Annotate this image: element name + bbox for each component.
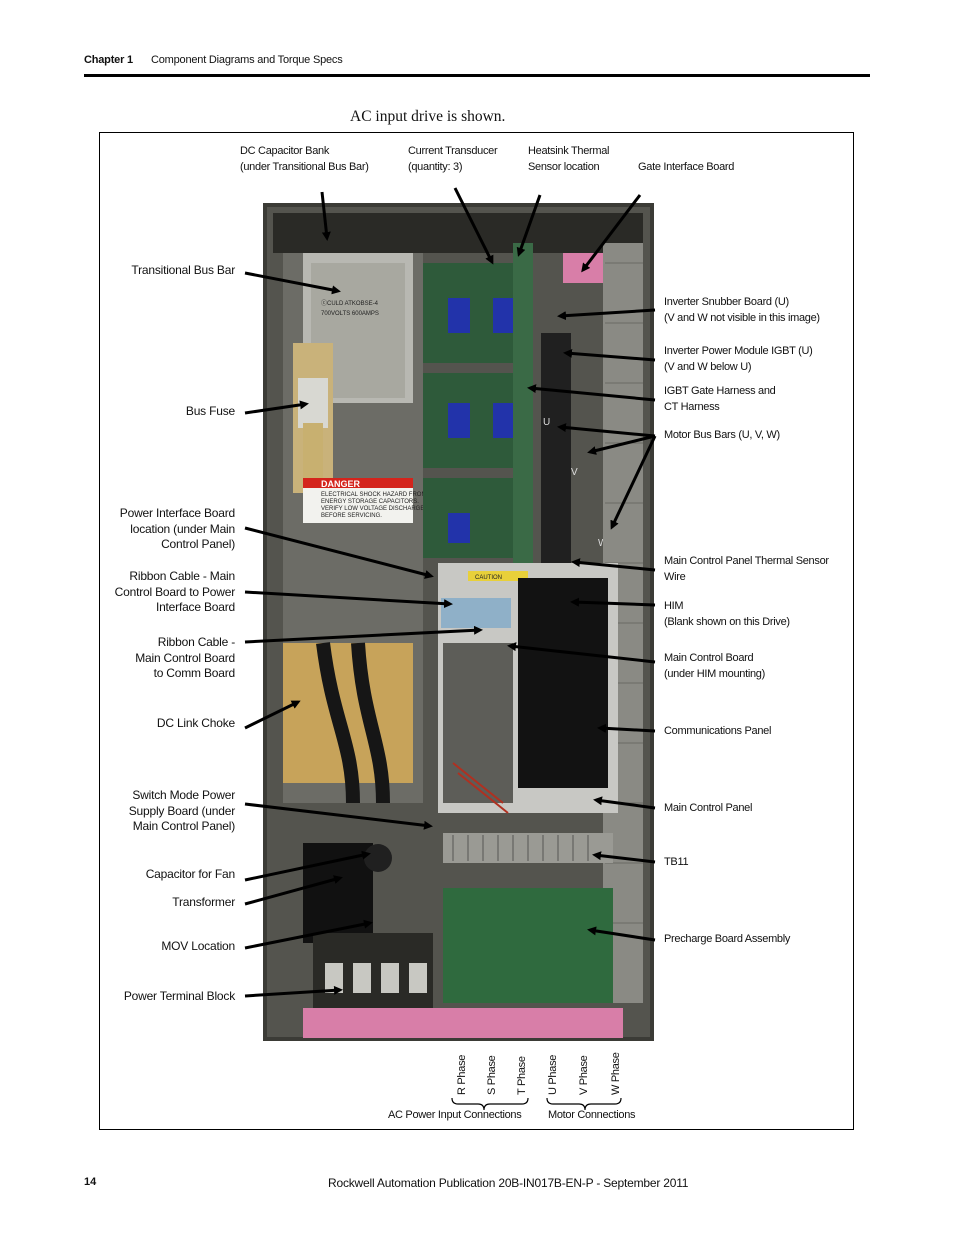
arrow-power-terminal-block (244, 985, 343, 998)
arrow-dc-cap-bank (320, 191, 331, 241)
label-dc-capacitor-bank: DC Capacitor Bank(under Transitional Bus… (240, 145, 369, 173)
arrow-gate-interface (581, 194, 642, 273)
label-mov-location: MOV Location (161, 939, 235, 953)
arrow-main-control-panel (593, 796, 656, 810)
label-communications-panel: Communications Panel (664, 725, 772, 737)
arrow-motor-bus-v (587, 434, 656, 455)
label-inverter-power-module: Inverter Power Module IGBT (U)(V and W b… (664, 345, 813, 373)
arrow-transitional-bus-bar (244, 271, 341, 295)
phase-label-v: V Phase (578, 1055, 590, 1095)
label-precharge-board: Precharge Board Assembly (664, 933, 791, 945)
arrow-inverter-power-module (563, 348, 656, 362)
label-gate-interface-board: Gate Interface Board (638, 161, 735, 173)
figure-frame (99, 132, 854, 1130)
arrow-heatsink-sensor (516, 194, 542, 257)
arrow-transformer (244, 875, 343, 906)
arrow-motor-bus-u (557, 423, 656, 438)
arrow-inverter-snubber (557, 308, 656, 321)
arrow-ribbon-cable-pib (244, 590, 453, 609)
label-capacitor-for-fan: Capacitor for Fan (145, 867, 236, 881)
arrow-main-control-board (507, 642, 656, 664)
bus-bar-text-2: 700VOLTS 600AMPS (321, 311, 379, 317)
arrow-dc-link-choke (244, 700, 301, 730)
arrow-bus-fuse (244, 400, 309, 415)
arrow-power-interface-board (244, 526, 434, 579)
label-main-control-panel: Main Control Panel (664, 802, 753, 814)
label-ac-power-input-connections: AC Power Input Connections (388, 1109, 522, 1121)
danger-text-4: BEFORE SERVICING. (321, 513, 382, 519)
phase-label-u: U Phase (547, 1054, 559, 1095)
arrow-mov-location (244, 919, 373, 950)
phase-label-r: R Phase (456, 1054, 468, 1095)
phase-label-t: T Phase (516, 1056, 528, 1095)
phase-u-marker: U (543, 417, 550, 428)
label-current-transducer: Current Transducer(quantity: 3) (408, 145, 498, 173)
phase-label-s: S Phase (486, 1055, 498, 1095)
label-transitional-bus-bar: Transitional Bus Bar (131, 263, 235, 277)
arrow-capacitor-fan (244, 850, 371, 882)
danger-text-3: VERIFY LOW VOLTAGE DISCHARGE (321, 506, 424, 512)
phase-label-w: W Phase (610, 1052, 622, 1095)
page-number: 14 (84, 1176, 97, 1188)
motor-brace (546, 1097, 622, 1111)
bus-bar-text-1: ⓒCULD ATKOBSE-4 (321, 299, 379, 307)
label-inverter-snubber-board: Inverter Snubber Board (U)(V and W not v… (664, 296, 820, 324)
arrow-precharge-board (587, 926, 656, 942)
ac-input-brace (451, 1097, 529, 1111)
caution-label: CAUTION (475, 575, 502, 581)
arrow-him (570, 597, 656, 607)
drive-photo-illustration: ⓒCULD ATKOBSE-4 700VOLTS 600AMPS DANGER … (263, 203, 654, 1041)
publication-footer: Rockwell Automation Publication 20B-IN01… (328, 1176, 689, 1190)
figure-caption: AC input drive is shown. (350, 108, 506, 125)
arrow-communications-panel (597, 723, 656, 733)
drive-photo: ⓒCULD ATKOBSE-4 700VOLTS 600AMPS DANGER … (263, 203, 654, 1041)
arrow-smps (244, 802, 433, 830)
label-dc-link-choke: DC Link Choke (156, 716, 235, 730)
danger-text-1: ELECTRICAL SHOCK HAZARD FROM (321, 492, 426, 498)
label-main-control-board: Main Control Board(under HIM mounting) (664, 652, 765, 680)
label-motor-connections: Motor Connections (548, 1109, 636, 1121)
danger-label: DANGER (321, 479, 361, 489)
arrow-current-transducer (453, 187, 494, 265)
arrow-tb11 (592, 851, 656, 864)
label-him: HIM(Blank shown on this Drive) (664, 600, 790, 628)
label-motor-bus-bars: Motor Bus Bars (U, V, W) (664, 429, 780, 441)
label-power-terminal-block: Power Terminal Block (123, 989, 235, 1003)
danger-text-2: ENERGY STORAGE CAPACITORS. (321, 499, 419, 505)
label-transformer: Transformer (172, 895, 235, 909)
chapter-title: Component Diagrams and Torque Specs (151, 54, 343, 66)
header-rule (84, 74, 870, 77)
arrow-mcp-thermal-sensor (571, 558, 656, 572)
arrow-ribbon-cable-comm (244, 625, 483, 644)
chapter-label: Chapter 1 (84, 54, 133, 66)
arrow-motor-bus-w (610, 435, 657, 530)
label-tb11: TB11 (664, 856, 689, 868)
phase-v-marker: V (571, 467, 578, 478)
label-bus-fuse: Bus Fuse (185, 404, 235, 418)
arrow-igbt-gate-harness (527, 384, 656, 402)
